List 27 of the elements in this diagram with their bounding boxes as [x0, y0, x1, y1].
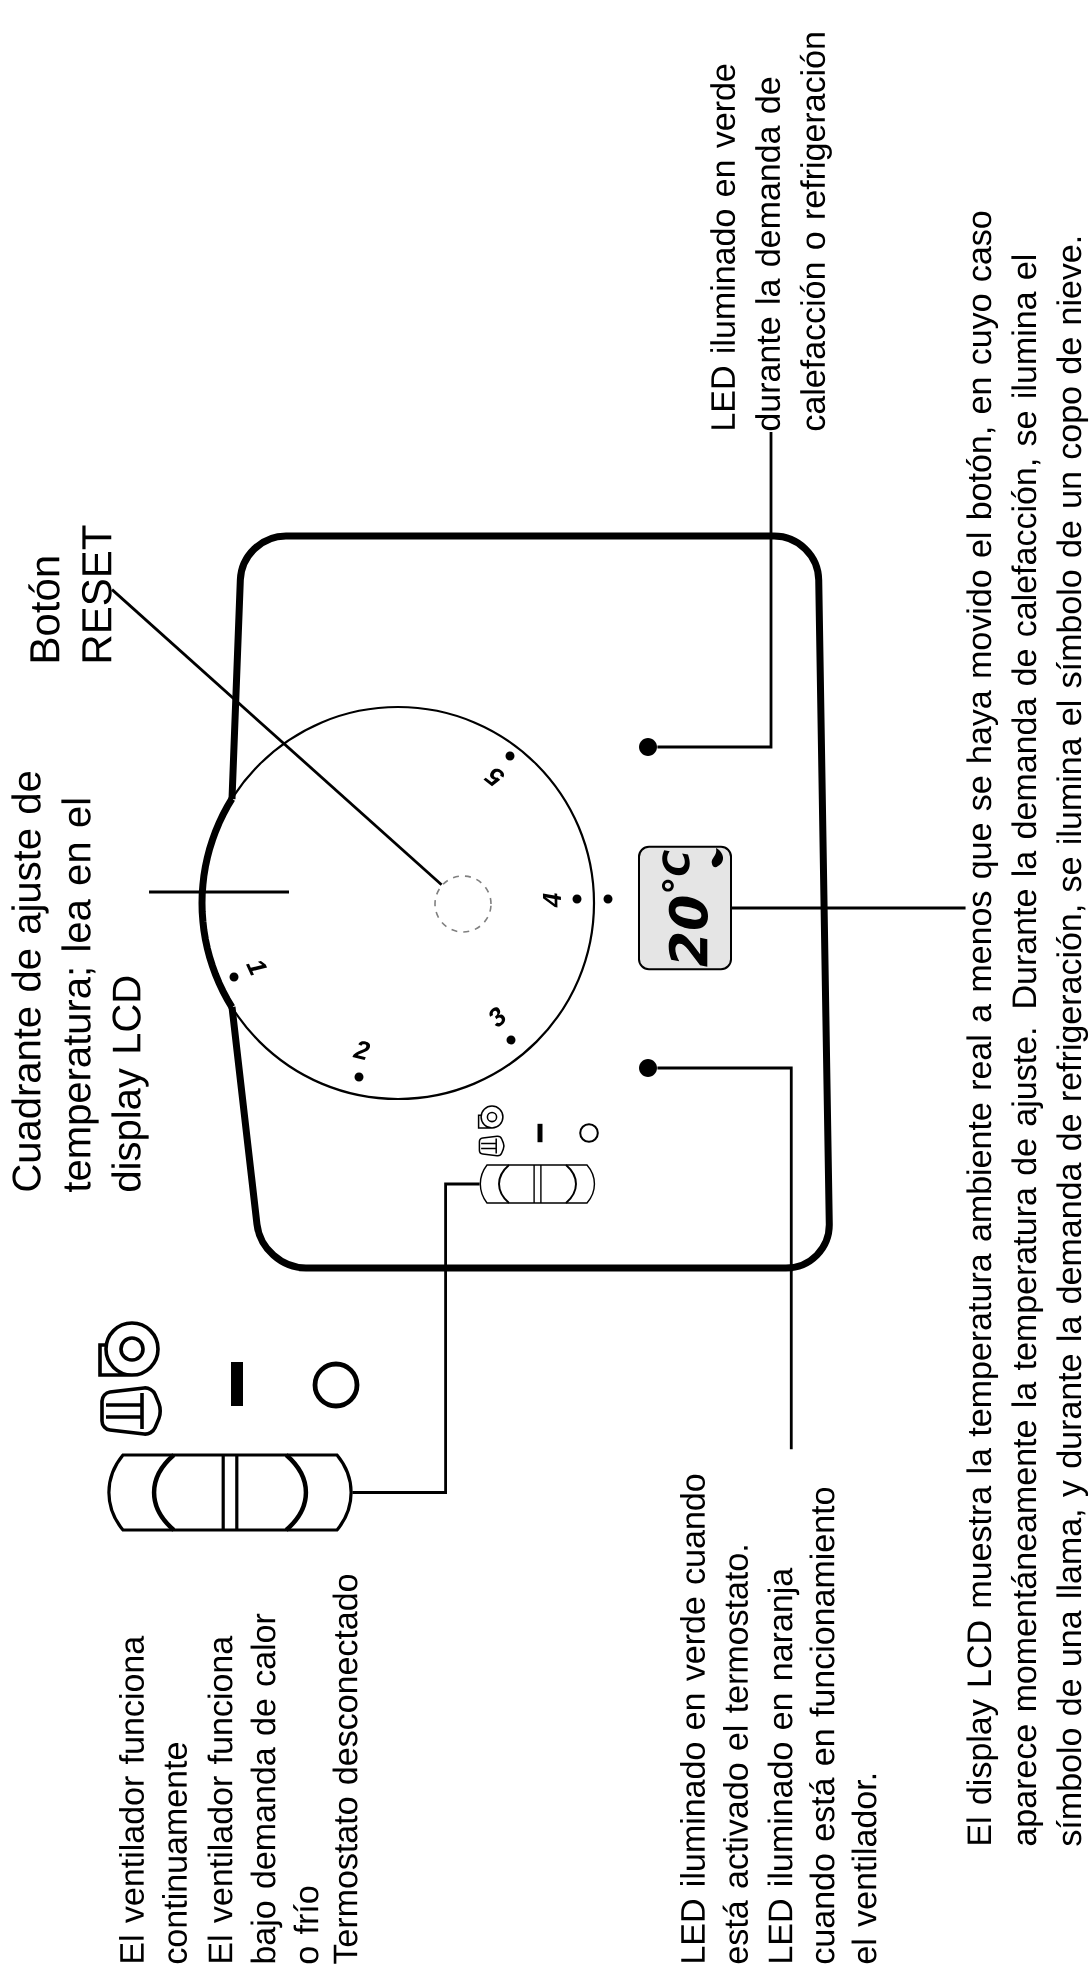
description-text: El display LCD muestra la temperatura ambiente real a menos que se haya movido el botón, en cuyo caso aparece momentáneamente la temperatura de ajuste. Durante la demanda de calefacción, se ilumina el símbolo de una llama, y durante la demanda de refrigeración, se ilumina el símbolo de un copo de nieve.	[965, 211, 1089, 1846]
leader-line	[111, 588, 443, 886]
annotation-text: El ventilador funciona continuamente	[119, 1635, 187, 1964]
callout-text: LED iluminado en verde durante la demanda de calefacción o refrigeración	[710, 33, 832, 431]
dial-number: 1	[246, 961, 268, 976]
led-indicator	[639, 738, 657, 756]
dial-number: 5	[483, 768, 505, 787]
reset-button	[434, 875, 492, 933]
callout-text: LED iluminado en naranja cuando está en funcionamiento el ventilador.	[767, 1487, 877, 1964]
temperature-dial	[200, 705, 596, 1101]
slider-switch	[479, 1164, 596, 1204]
leader-line	[732, 906, 966, 910]
annotation-text: Termostato desconectado	[332, 1574, 358, 1964]
leader-line	[657, 1066, 793, 1450]
annotation-text: LED iluminado en verde cuando está activado el termostato.	[680, 1474, 748, 1964]
dial-number: 3	[489, 1007, 506, 1027]
slider-switch	[107, 1453, 353, 1532]
leader-line	[149, 890, 289, 894]
led-indicator	[639, 1059, 657, 1077]
lcd-display: 20$^{°C}$	[638, 845, 732, 971]
leader-line	[352, 1182, 480, 1494]
dial-number: 2	[352, 1041, 371, 1060]
leader-line	[657, 432, 773, 749]
dial-number: 4	[542, 893, 561, 908]
annotation-text: El ventilador funciona bajo demanda de calor o frío	[207, 1613, 319, 1964]
callout-text: Cuadrante de ajuste de temperatura; lea en el display LCD	[11, 772, 149, 1192]
callout-text: Botón RESET	[28, 525, 112, 662]
